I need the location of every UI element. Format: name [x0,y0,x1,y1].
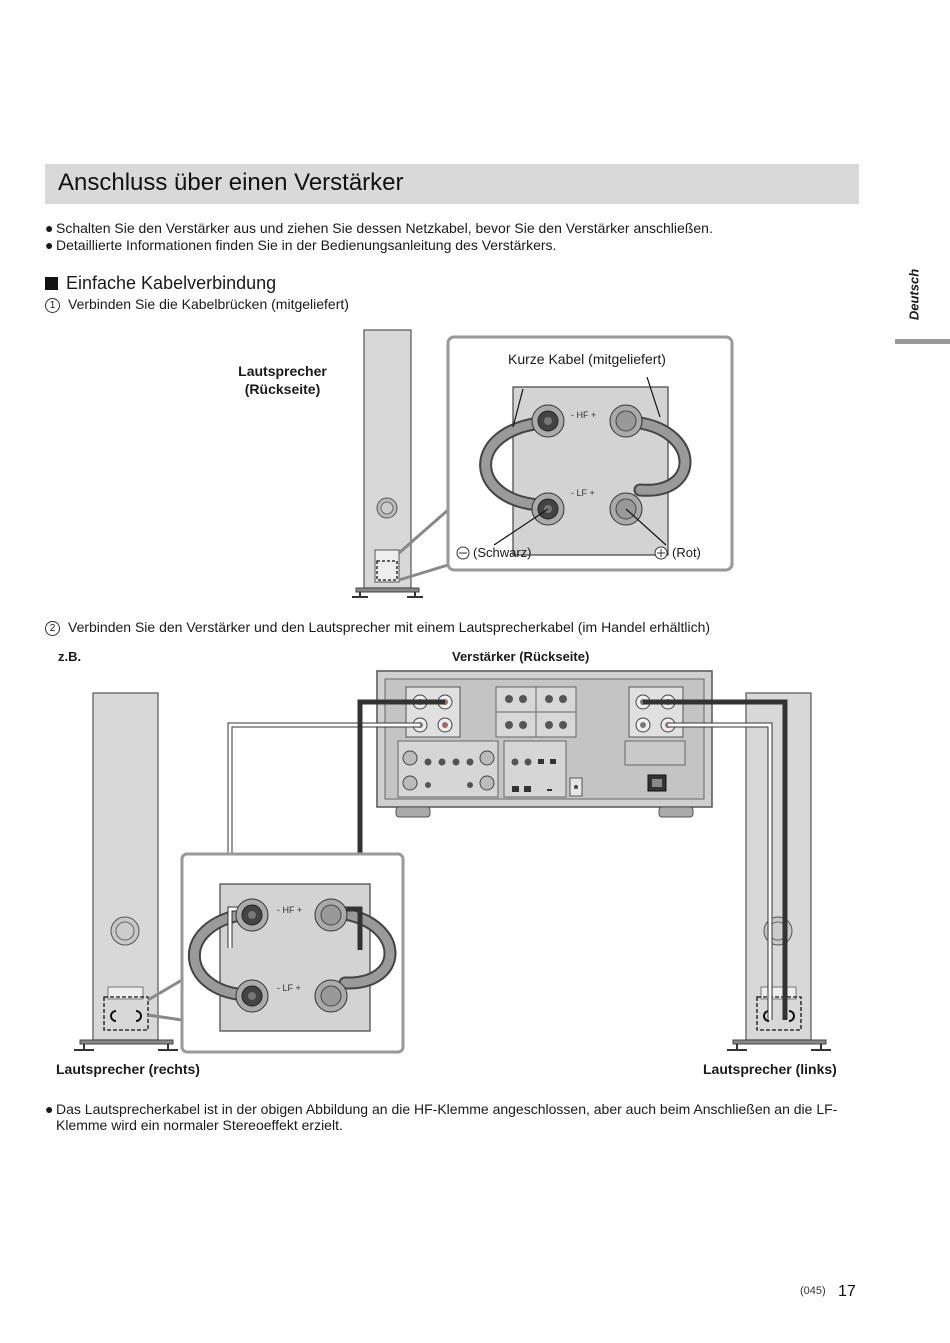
red-terminal-label: (Rot) [672,545,701,560]
bullet-icon: ● [45,220,54,236]
terminal-lf-plus [314,979,348,1013]
step-2: 2 Verbinden Sie den Verstärker und den La… [45,619,710,636]
terminal-hf-plus [314,898,348,932]
minus-circle-icon [456,546,470,560]
title-bar [45,164,859,204]
hf-terminal-label: - HF + [277,905,302,915]
page-number: 17 [838,1283,856,1300]
square-bullet-icon [45,277,58,290]
lf-terminal-label: - LF + [277,983,301,993]
speaker-right-channel [74,692,178,1051]
speaker-rear-label-line1: Lautsprecher [238,363,327,379]
lf-terminal-label: - LF + [571,488,595,498]
bullet-text: Schalten Sie den Verstärker aus und zieh… [56,220,713,236]
bullet-item: ●Detaillierte Informationen finden Sie i… [45,237,556,253]
language-tab-label: Deutsch [906,268,922,321]
page-code: (045) [800,1285,826,1297]
terminal-lf-minus [235,979,269,1013]
speaker-right-label: Lautsprecher (rechts) [56,1061,200,1077]
example-label: z.B. [58,649,82,664]
language-tab: Deutsch [897,262,927,332]
speaker-rear-view [352,329,423,598]
terminal-hf-plus [609,404,643,438]
bullet-icon: ● [45,1101,54,1117]
step-number-icon: 1 [45,298,60,313]
figure-1-diagram: - HF + - LF + [352,329,734,598]
bullet-item: ● Das Lautsprecherkabel ist in der obige… [45,1101,860,1133]
short-cable-label: Kurze Kabel (mitgeliefert) [508,351,666,367]
bullet-icon: ● [45,237,54,253]
terminal-hf-minus [531,404,565,438]
bullet-text: Das Lautsprecherkabel ist in der obigen … [56,1101,838,1133]
bullet-text: Detaillierte Informationen finden Sie in… [56,237,557,253]
speaker-left-channel [727,692,831,1051]
amplifier-rear-panel [376,670,713,818]
speaker-rear-label: Lautsprecher (Rückseite) [220,362,345,398]
plus-circle-icon [654,546,668,560]
speaker-left-label: Lautsprecher (links) [703,1061,837,1077]
section-heading: Einfache Kabelverbindung [45,272,276,294]
figure-2-diagram: - HF + - LF + [74,670,831,1054]
hf-terminal-label: - HF + [571,410,596,420]
black-terminal-label: (Schwarz) [473,545,532,560]
language-tab-marker [895,339,950,344]
terminal-hf-minus [235,898,269,932]
bullet-item: ●Schalten Sie den Verstärker aus und zie… [45,220,713,236]
step-text: Verbinden Sie den Verstärker und den Lau… [68,619,711,635]
amplifier-rear-label: Verstärker (Rückseite) [452,649,590,664]
page-title: Anschluss über einen Verstärker [58,169,404,196]
terminal-zoom-callout: - HF + - LF + [398,335,734,582]
step-number-icon: 2 [45,621,60,636]
speaker-rear-label-line2: (Rückseite) [244,381,321,397]
terminal-zoom-callout: - HF + - LF + [147,852,405,1054]
section-heading-text: Einfache Kabelverbindung [66,273,277,293]
step-1: 1 Verbinden Sie die Kabelbrücken (mitgeli… [45,296,349,313]
step-text: Verbinden Sie die Kabelbrücken (mitgelie… [68,296,349,312]
